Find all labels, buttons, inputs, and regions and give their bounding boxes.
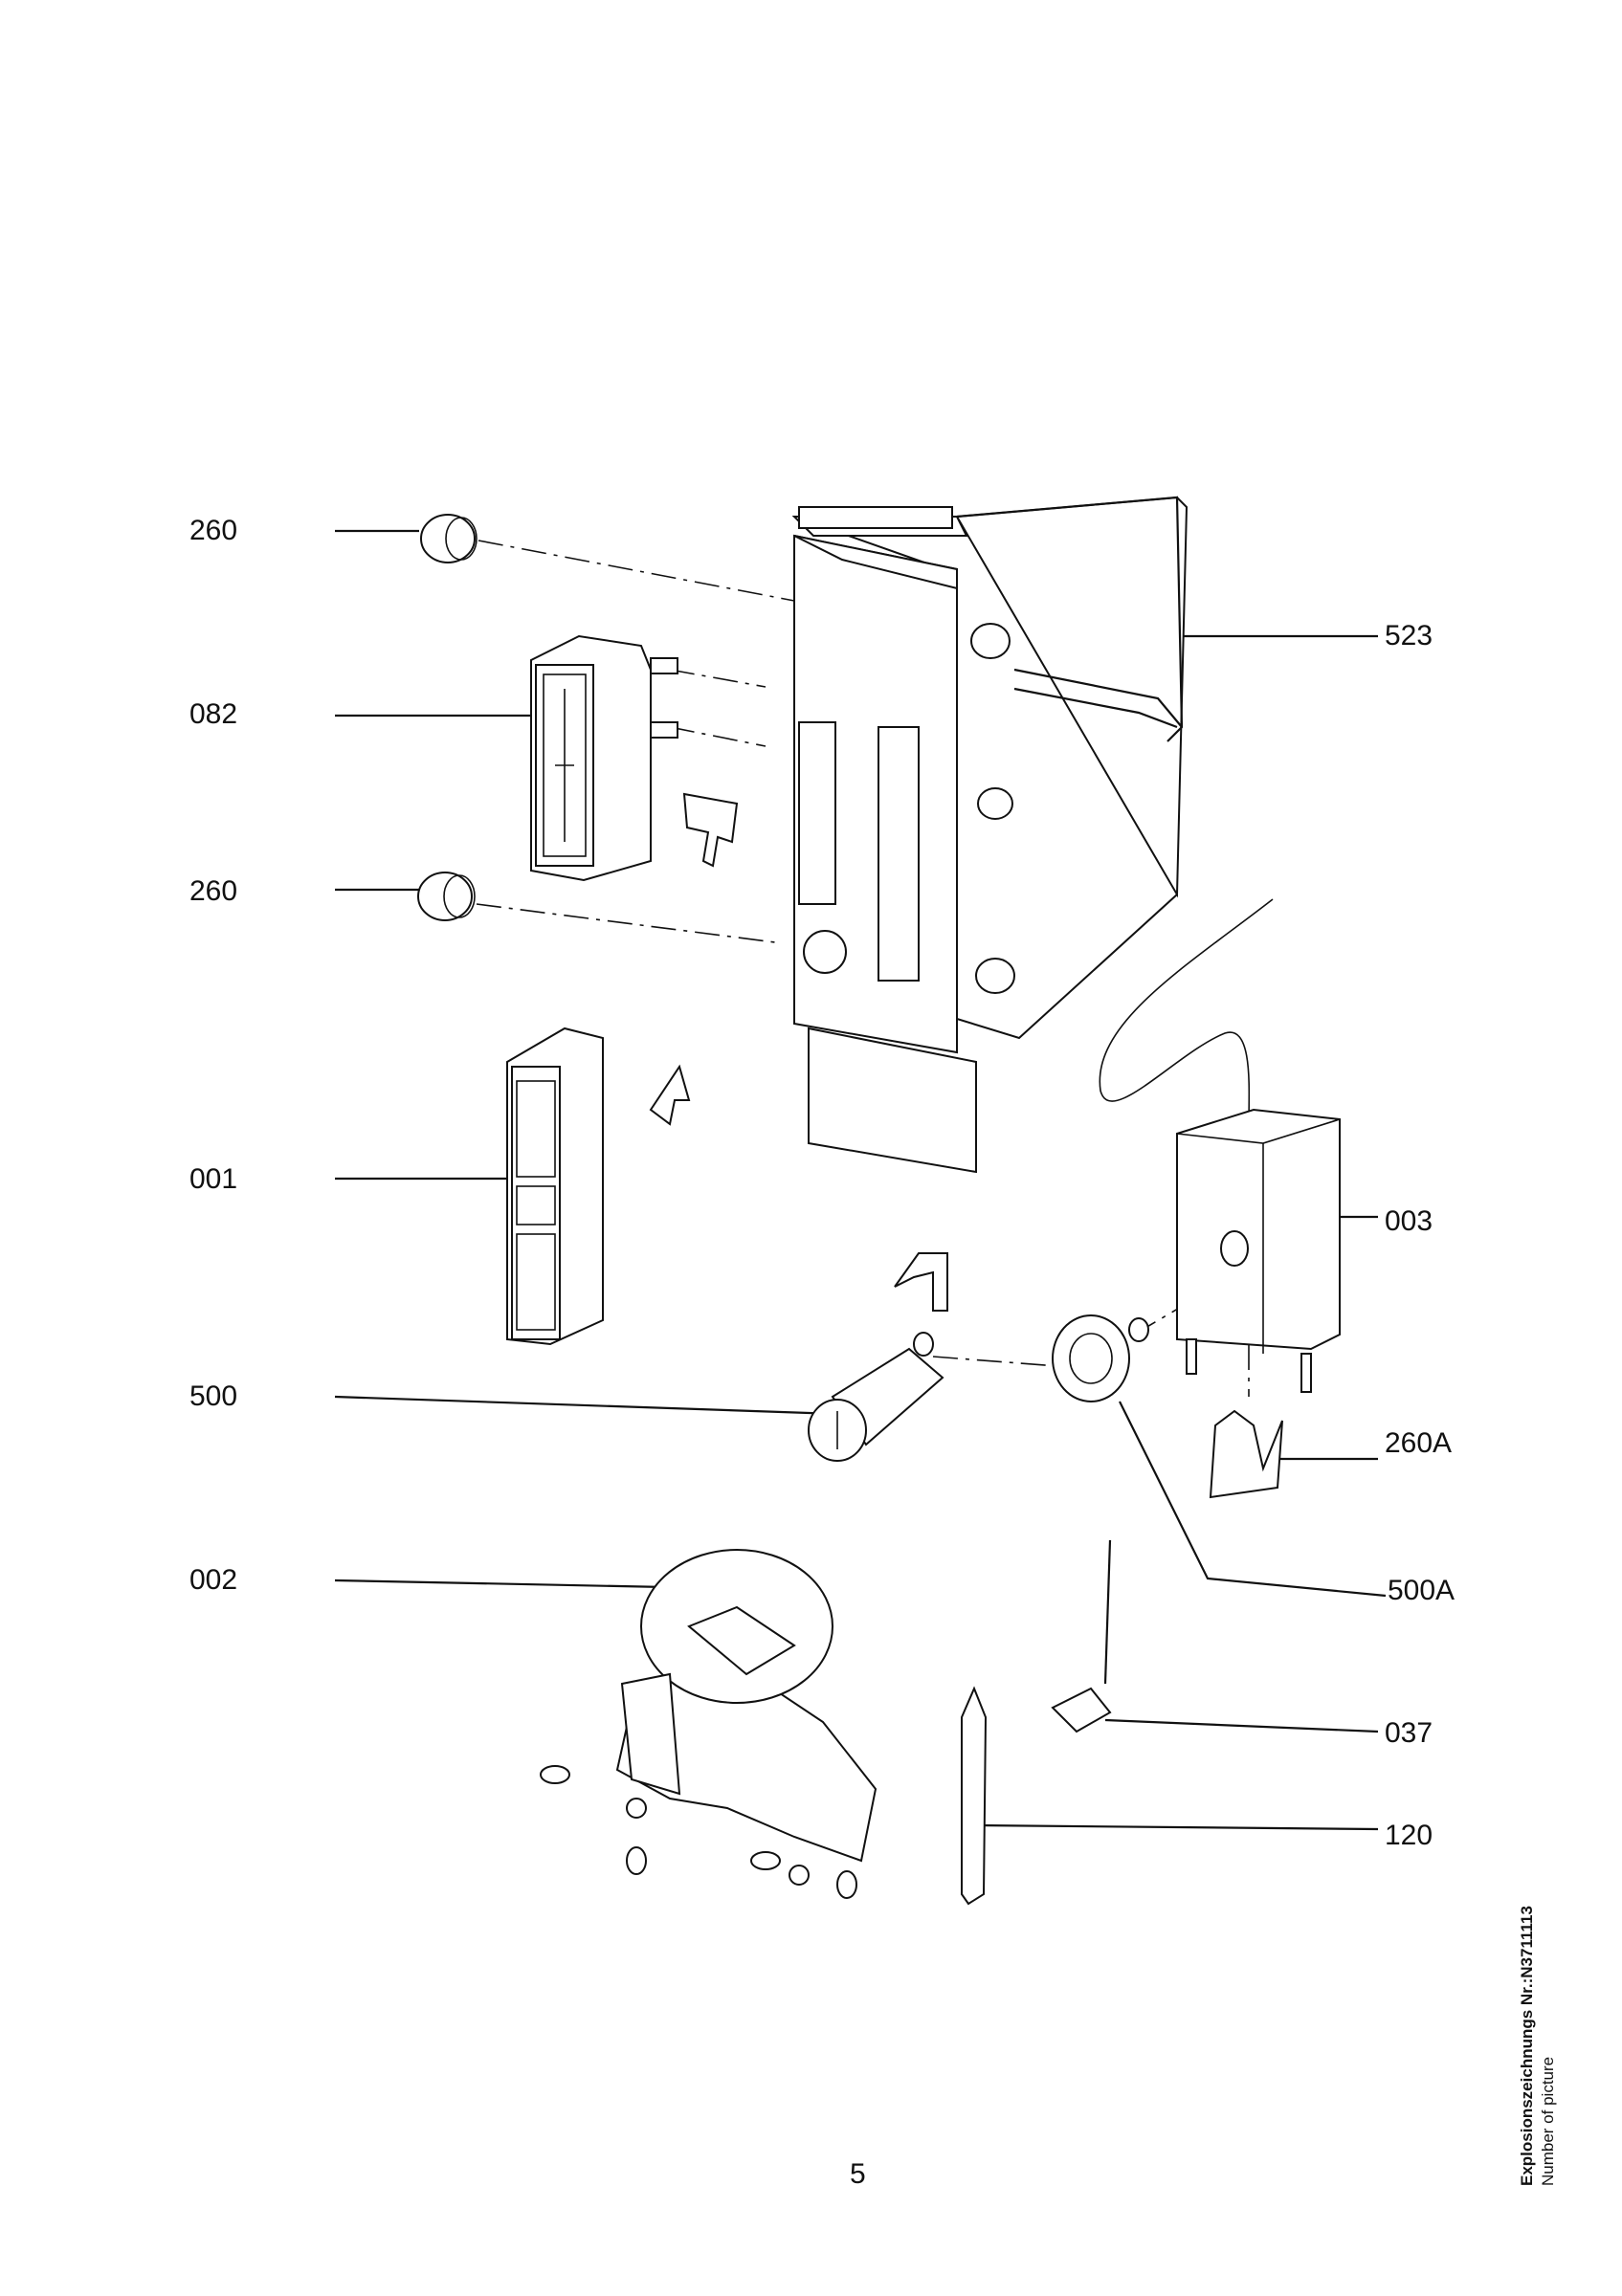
page-number: 5 (850, 2158, 866, 2190)
callout-120: 120 (1385, 1820, 1433, 1851)
callout-082: 082 (189, 698, 238, 730)
callout-260A: 260A (1385, 1427, 1453, 1459)
callout-003: 003 (1385, 1205, 1433, 1237)
drawing-number-title: Explosionszeichnungs Nr.:N3711113 (1518, 1906, 1536, 2186)
heater-element-500 (808, 1332, 944, 1462)
housing-frame-523 (791, 496, 1189, 1174)
callout-500: 500 (189, 1380, 238, 1412)
drawing-number-subtitle: Number of picture (1539, 2056, 1557, 2186)
filter-tube-120 (961, 1686, 988, 1906)
display-panel-082 (530, 634, 678, 882)
callout-001: 001 (189, 1163, 238, 1195)
clip-260A (1209, 1409, 1283, 1499)
direction-arrow-icon (682, 792, 739, 868)
relay-strip-001 (506, 1027, 604, 1346)
capillary-tube (1099, 898, 1274, 1125)
callout-002: 002 (189, 1564, 238, 1596)
knob-500A (1052, 1314, 1149, 1402)
drawing-number-note: Explosionszeichnungs Nr.:N3711113 Number… (1517, 1906, 1559, 2186)
ring-260-top (420, 514, 478, 563)
callout-523: 523 (1385, 620, 1433, 651)
callout-260-top: 260 (189, 515, 238, 546)
compressor-002 (540, 1549, 878, 1899)
callout-037: 037 (1385, 1717, 1433, 1749)
ring-260-middle (417, 872, 476, 921)
direction-arrow-icon-2 (649, 1064, 948, 1312)
callout-260-middle: 260 (189, 875, 238, 907)
power-cord-037 (1051, 1539, 1112, 1733)
thermostat-003 (1176, 1108, 1341, 1393)
leader-lines (334, 529, 1387, 1831)
callout-500A: 500A (1388, 1575, 1455, 1606)
